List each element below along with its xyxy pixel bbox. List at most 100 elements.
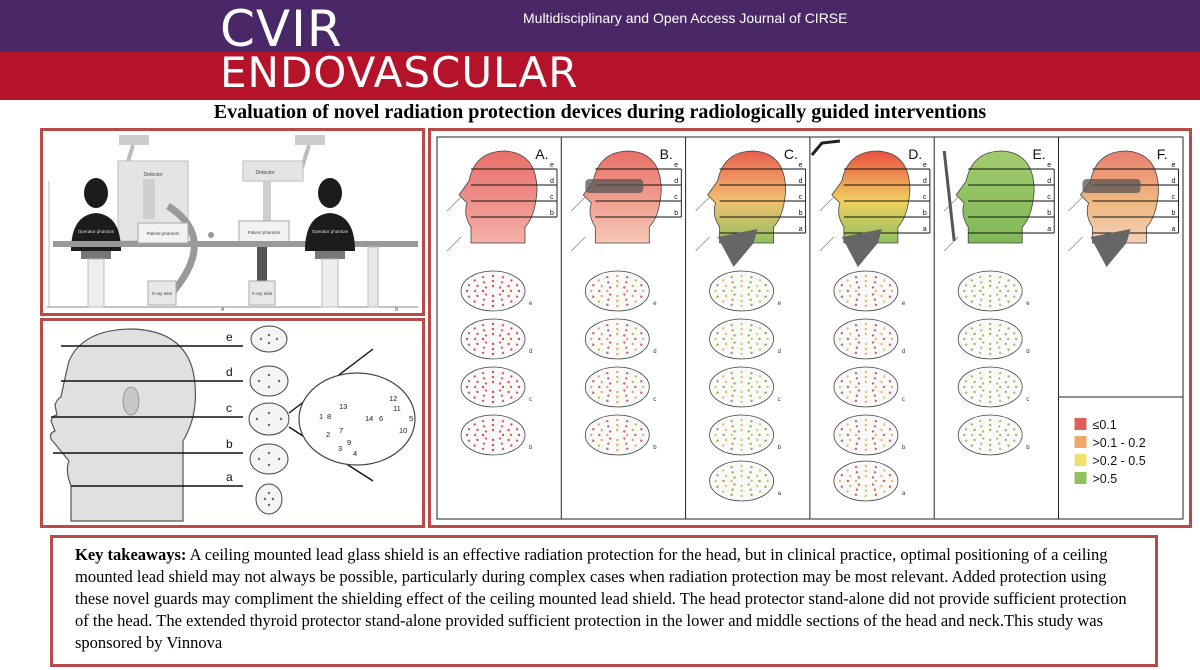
- results-dosimeter-dot: [716, 439, 719, 442]
- results-dosimeter-dot: [864, 448, 868, 452]
- results-dosimeter-dot: [515, 332, 519, 335]
- results-level-label: e: [550, 162, 554, 169]
- head-level-d: d: [226, 365, 233, 379]
- results-dosimeter-dot: [606, 447, 609, 451]
- dosimeter-4: 4: [353, 449, 357, 458]
- results-dosimeter-dot: [626, 447, 629, 451]
- results-dosimeter-dot: [747, 293, 750, 296]
- results-dosimeter-dot: [989, 284, 992, 288]
- results-dosimeter-dot: [996, 286, 999, 289]
- results-dosimeter-dot: [989, 322, 992, 326]
- results-dosimeter-dot: [491, 347, 495, 351]
- results-section-label: b: [653, 445, 657, 451]
- results-dosimeter-dot: [481, 275, 485, 279]
- journal-tagline: Multidisciplinary and Open Access Journa…: [523, 10, 848, 26]
- results-dosimeter-dot: [758, 444, 762, 447]
- results-dosimeter-dot: [766, 479, 769, 483]
- results-dosimeter-dot: [849, 284, 852, 288]
- results-dosimeter-dot: [880, 474, 883, 478]
- results-dosimeter-dot: [838, 289, 842, 293]
- results-dosimeter-dot: [764, 284, 767, 287]
- results-dosimeter-dot: [600, 380, 603, 384]
- results-dosimeter-dot: [631, 284, 635, 288]
- results-dosimeter-dot: [467, 428, 471, 431]
- results-dosimeter-dot: [623, 382, 626, 385]
- results-dosimeter-dot: [981, 389, 985, 392]
- results-dosimeter-dot: [855, 298, 859, 301]
- results-dosimeter-dot: [498, 341, 502, 344]
- results-dosimeter-dot: [625, 346, 628, 349]
- results-dosimeter-dot: [733, 382, 736, 385]
- results-dosimeter-dot: [609, 430, 612, 433]
- setup-right-patient-label: Patient phantom: [248, 230, 281, 235]
- results-section-label: a: [902, 491, 906, 497]
- results-dosimeter-dot: [846, 348, 849, 351]
- results-dosimeter-dot: [971, 289, 974, 293]
- results-dosimeter-dot: [722, 289, 725, 293]
- results-dosimeter-dot: [840, 284, 844, 287]
- results-dosimeter-dot: [874, 323, 878, 327]
- results-dosimeter-dot: [740, 484, 743, 488]
- setup-left-patient-label: Patient phantom: [147, 231, 180, 236]
- results-lead-shield: [942, 150, 956, 242]
- results-dosimeter-dot: [888, 343, 892, 346]
- results-dosimeter-dot: [981, 334, 985, 337]
- results-dosimeter-dot: [996, 341, 999, 344]
- results-dosimeter-dot: [491, 428, 495, 432]
- results-dosimeter-dot: [980, 442, 983, 445]
- results-dosimeter-dot: [755, 474, 759, 478]
- results-dosimeter-dot: [979, 337, 982, 341]
- results-dosimeter-dot: [640, 284, 643, 287]
- results-dosimeter-dot: [609, 286, 612, 289]
- results-dosimeter-dot: [979, 351, 982, 355]
- results-dosimeter-dot: [616, 438, 619, 442]
- results-dosimeter-dot: [871, 476, 875, 479]
- results-dosimeter-dot: [467, 343, 471, 346]
- results-dosimeter-dot: [740, 352, 743, 356]
- results-dosimeter-dot: [854, 303, 858, 307]
- results-dosimeter-dot: [888, 485, 892, 488]
- results-dosimeter-dot: [755, 380, 759, 384]
- results-dosimeter-dot: [1013, 343, 1016, 346]
- results-dosimeter-dot: [1015, 433, 1018, 437]
- results-dosimeter-dot: [515, 380, 519, 383]
- results-dosimeter-dot: [989, 428, 992, 432]
- results-dosimeter-dot: [854, 399, 858, 403]
- results-dosimeter-dot: [963, 433, 966, 437]
- results-dosimeter-dot: [501, 323, 505, 327]
- results-dosimeter-dot: [731, 488, 734, 491]
- results-dosimeter-dot: [731, 346, 734, 349]
- results-dosimeter-dot: [755, 294, 759, 298]
- results-dosimeter-dot: [473, 396, 476, 399]
- results-dosimeter-dot: [888, 474, 892, 477]
- results-dosimeter-dot: [855, 442, 859, 445]
- results-dosimeter-dot: [623, 293, 626, 296]
- results-dosimeter-dot: [840, 295, 844, 298]
- results-dosimeter-dot: [733, 476, 736, 479]
- results-dosimeter-dot: [857, 483, 861, 486]
- results-dosimeter-dot: [640, 428, 643, 431]
- results-dosimeter-dot: [498, 430, 502, 433]
- results-dosimeter-dot: [598, 289, 601, 293]
- results-dosimeter-dot: [873, 425, 877, 428]
- results-radiation-arrow: [819, 196, 835, 212]
- results-dosimeter-dot: [625, 425, 628, 428]
- results-dosimeter-dot: [491, 370, 495, 374]
- results-dosimeter-dot: [476, 428, 479, 432]
- results-dosimeter-dot: [484, 286, 488, 289]
- results-dosimeter-dot: [481, 399, 485, 403]
- results-dosimeter-dot: [592, 332, 595, 335]
- head-diagram: e d c b a 1 2 3 4 5 6: [49, 325, 416, 522]
- results-dosimeter-dot: [722, 469, 725, 472]
- setup-right-panel-label: B: [395, 307, 399, 313]
- results-dosimeter-dot: [749, 488, 752, 491]
- results-dosimeter-dot: [750, 289, 753, 293]
- results-dosimeter-dot: [989, 279, 992, 283]
- legend-label: >0.1 - 0.2: [1093, 436, 1146, 450]
- results-dosimeter-dot: [714, 337, 717, 341]
- results-dosimeter-dot: [855, 471, 859, 474]
- results-dosimeter-dot: [730, 275, 733, 279]
- results-dosimeter-dot: [764, 474, 767, 477]
- results-dosimeter-dot: [716, 343, 719, 346]
- results-dosimeter-dot: [491, 400, 495, 404]
